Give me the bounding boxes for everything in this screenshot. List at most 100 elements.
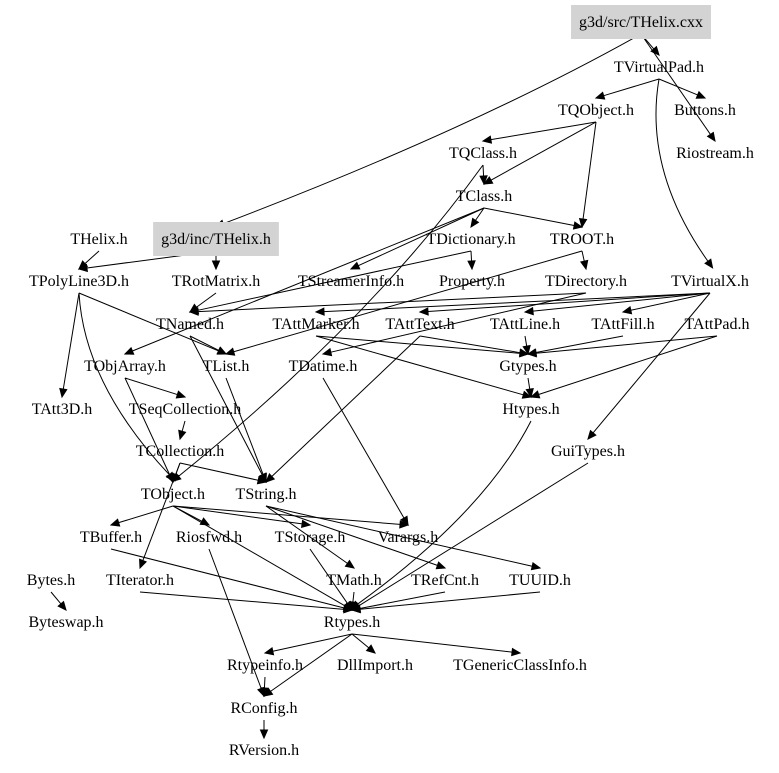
arrowhead-icon — [259, 729, 269, 740]
graph-node-tatt3d[interactable]: TAtt3D.h — [32, 401, 93, 418]
graph-node-trotmatrix[interactable]: TRotMatrix.h — [172, 273, 260, 290]
graph-node-rversion[interactable]: RVersion.h — [229, 742, 299, 759]
arrowhead-icon — [435, 561, 447, 570]
graph-node-guitypes[interactable]: GuiTypes.h — [551, 443, 625, 460]
arrowhead-icon — [344, 559, 356, 569]
graph-node-tcollection[interactable]: TCollection.h — [136, 443, 224, 460]
edge-tstring-to-tuuid — [265, 505, 533, 567]
graph-node-tattfill[interactable]: TAttFill.h — [591, 316, 654, 333]
node-label: Riostream.h — [676, 145, 754, 162]
graph-node-tattpad[interactable]: TAttPad.h — [685, 316, 750, 333]
graph-node-rtypes[interactable]: Rtypes.h — [324, 614, 380, 631]
graph-node-tstreamerinfo[interactable]: TStreamerInfo.h — [298, 273, 404, 290]
graph-node-bytes[interactable]: Bytes.h — [27, 572, 75, 589]
graph-node-tgenericclassinfo[interactable]: TGenericClassInfo.h — [453, 657, 587, 674]
edge-src-to-riostream — [640, 33, 711, 135]
edge-tstring-to-trefcnt — [265, 505, 438, 566]
node-label: TVirtualX.h — [671, 273, 749, 290]
node-label: TIterator.h — [106, 572, 174, 589]
node-label: Rtypes.h — [324, 614, 380, 631]
node-label: TQObject.h — [558, 102, 634, 119]
graph-node-tatttext[interactable]: TAttText.h — [385, 316, 454, 333]
graph-node-rtypeinfo[interactable]: Rtypeinfo.h — [227, 657, 303, 674]
edge-trotmatrix-to-tnamed — [196, 292, 217, 308]
node-label: TAttFill.h — [591, 316, 654, 333]
arrowhead-icon — [139, 558, 148, 570]
graph-node-tnamed[interactable]: TNamed.h — [156, 316, 224, 333]
graph-node-titerator[interactable]: TIterator.h — [106, 572, 174, 589]
graph-node-tqobject[interactable]: TQObject.h — [558, 102, 634, 119]
edge-tstring-to-tmath — [265, 505, 348, 564]
graph-node-tbuffer[interactable]: TBuffer.h — [80, 529, 142, 546]
graph-node-htypes[interactable]: Htypes.h — [502, 401, 559, 418]
graph-node-tstring[interactable]: TString.h — [236, 486, 297, 503]
graph-node-tuuid[interactable]: TUUID.h — [509, 572, 571, 589]
graph-node-riosfwd[interactable]: Riosfwd.h — [176, 529, 242, 546]
graph-node-buttons[interactable]: Buttons.h — [674, 102, 736, 119]
graph-node-tdirectory[interactable]: TDirectory.h — [545, 273, 627, 290]
graph-node-inc[interactable]: g3d/inc/THelix.h — [153, 222, 279, 256]
edge-titerator-to-rtypes — [139, 591, 345, 610]
edge-tvirtualx-to-tatttext — [427, 292, 711, 312]
node-label: g3d/inc/THelix.h — [161, 231, 271, 248]
graph-node-tvirtualpad[interactable]: TVirtualPad.h — [614, 59, 704, 76]
edge-rtypes-to-dllimport — [351, 633, 370, 649]
edge-tclass-to-tdictionary — [475, 207, 485, 221]
edge-tatttext-to-tstring — [271, 335, 421, 477]
node-label: Byteswap.h — [28, 614, 103, 631]
arrowhead-icon — [224, 347, 236, 356]
graph-node-tqclass[interactable]: TQClass.h — [449, 145, 517, 162]
graph-node-dllimport[interactable]: DllImport.h — [337, 657, 413, 674]
arrowhead-icon — [349, 261, 361, 270]
arrowhead-icon — [263, 647, 275, 656]
graph-node-riostream[interactable]: Riostream.h — [676, 145, 754, 162]
arrowhead-icon — [418, 307, 429, 316]
graph-node-gtypes[interactable]: Gtypes.h — [499, 358, 556, 375]
graph-node-tobject[interactable]: TObject.h — [141, 486, 205, 503]
node-label: THelix.h — [70, 231, 127, 248]
graph-node-tvirtualx[interactable]: TVirtualX.h — [671, 273, 749, 290]
edge-tclass-to-tstreamerinfo — [358, 207, 485, 267]
graph-node-tattmarker[interactable]: TAttMarker.h — [272, 316, 359, 333]
edge-tattpad-to-gtypes — [535, 335, 718, 354]
graph-node-tdictionary[interactable]: TDictionary.h — [426, 231, 515, 248]
edge-thelix-to-tpolyline3d — [84, 250, 100, 265]
node-label: Bytes.h — [27, 572, 75, 589]
edge-tpolyline3d-to-tlist — [78, 292, 219, 352]
arrowhead-icon — [350, 601, 362, 611]
edge-rtypeinfo-to-rconfig — [263, 676, 266, 689]
graph-node-troot[interactable]: TROOT.h — [550, 231, 614, 248]
node-highlight-box — [571, 5, 711, 39]
edge-tvirtualx-to-guitypes — [592, 292, 711, 434]
graph-node-tstorage[interactable]: TStorage.h — [275, 529, 346, 546]
graph-node-trefcnt[interactable]: TRefCnt.h — [411, 572, 479, 589]
graph-node-tseqcollection[interactable]: TSeqCollection.h — [129, 401, 241, 418]
graph-node-tpolyline3d[interactable]: TPolyLine3D.h — [29, 273, 129, 290]
graph-node-thelix[interactable]: THelix.h — [70, 231, 127, 248]
edge-tobject-to-varargs — [172, 505, 401, 525]
graph-node-tlist[interactable]: TList.h — [203, 358, 250, 375]
graph-node-rconfig[interactable]: RConfig.h — [230, 700, 297, 717]
edge-rtypes-to-tgenericclassinfo — [351, 633, 513, 653]
graph-node-tdatime[interactable]: TDatime.h — [289, 358, 358, 375]
arrowhead-icon — [59, 387, 68, 399]
node-label: TStreamerInfo.h — [298, 273, 404, 290]
node-label: TAttPad.h — [685, 316, 750, 333]
edge-tdictionary-to-property — [470, 250, 473, 262]
edge-tmath-to-rtypes — [352, 591, 355, 603]
graph-node-tclass[interactable]: TClass.h — [456, 188, 512, 205]
graph-node-byteswap[interactable]: Byteswap.h — [28, 614, 103, 631]
graph-node-src[interactable]: g3d/src/THelix.cxx — [571, 5, 711, 39]
graph-node-tattline[interactable]: TAttLine.h — [490, 316, 560, 333]
arrowhead-icon — [706, 131, 716, 143]
graph-node-tmath[interactable]: TMath.h — [326, 572, 382, 589]
graph-node-property[interactable]: Property.h — [439, 273, 505, 290]
arrowhead-icon — [526, 348, 537, 358]
graph-node-tobjarray[interactable]: TObjArray.h — [84, 358, 166, 375]
edge-tnamed-to-tlist — [189, 335, 220, 351]
node-label: GuiTypes.h — [551, 443, 625, 460]
edge-tdatime-to-varargs — [322, 377, 405, 519]
node-label: TGenericClassInfo.h — [453, 657, 587, 674]
graph-node-varargs[interactable]: Varargs.h — [378, 529, 439, 546]
